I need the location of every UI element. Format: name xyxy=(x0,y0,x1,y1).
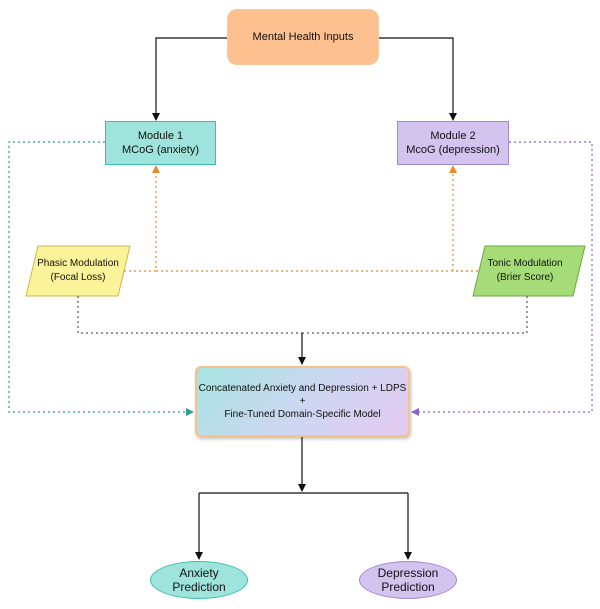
arrow-module1-to-concat xyxy=(8,141,194,416)
concat-line1: Concatenated Anxiety and Depression + LD… xyxy=(198,383,407,394)
line-tonic-merge xyxy=(302,296,528,334)
phasic-shape xyxy=(25,245,131,297)
tonic-shape xyxy=(472,245,586,297)
module2-node: Module 2 McoG (depression) xyxy=(397,121,509,165)
concat-line3: Fine-Tuned Domain-Specific Model xyxy=(224,409,381,420)
module2-subtitle: McoG (depression) xyxy=(406,144,500,156)
anxiety-prediction-node: Anxiety Prediction xyxy=(150,561,248,599)
phasic-title: Phasic Modulation xyxy=(37,258,119,269)
tonic-modulation-node: Tonic Modulation (Brier Score) xyxy=(477,246,573,296)
anxiety-line2: Prediction xyxy=(172,580,226,594)
arrow-inputs-to-module2 xyxy=(379,37,457,121)
anxiety-line1: Anxiety xyxy=(179,566,219,580)
phasic-modulation-node: Phasic Modulation (Focal Loss) xyxy=(30,246,126,296)
mental-health-inputs-node: Mental Health Inputs xyxy=(227,9,379,65)
tonic-title: Tonic Modulation xyxy=(487,258,563,269)
arrow-tonic-to-module2 xyxy=(449,165,478,272)
phasic-subtitle: (Focal Loss) xyxy=(50,272,106,283)
depression-line2: Prediction xyxy=(381,580,435,594)
line-phasic-merge xyxy=(77,296,302,334)
module1-subtitle: MCoG (anxiety) xyxy=(121,144,200,156)
arrow-module2-to-concat xyxy=(411,141,593,416)
concatenated-model-node: Concatenated Anxiety and Depression + LD… xyxy=(195,366,410,437)
tonic-subtitle: (Brier Score) xyxy=(496,272,554,283)
concat-line2: + xyxy=(299,396,306,407)
arrow-phasic-to-module1 xyxy=(124,165,160,272)
arrow-inputs-to-module1 xyxy=(152,37,227,121)
depression-prediction-node: Depression Prediction xyxy=(359,561,457,599)
module2-title: Module 2 xyxy=(430,130,476,142)
inputs-label: Mental Health Inputs xyxy=(252,31,354,43)
depression-line1: Depression xyxy=(377,566,439,580)
module1-node: Module 1 MCoG (anxiety) xyxy=(105,121,216,165)
module1-title: Module 1 xyxy=(137,130,184,142)
